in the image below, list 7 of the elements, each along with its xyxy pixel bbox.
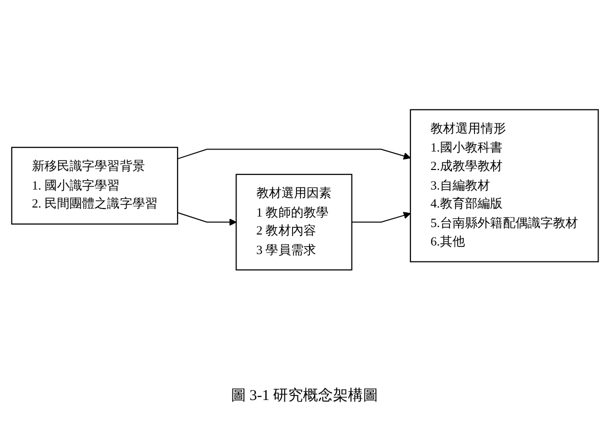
node-box: 教材選用因素 1 教師的教學 2 教材內容 3 學員需求	[235, 174, 352, 271]
arrow	[176, 212, 236, 226]
figure-caption: 圖 3-1 研究概念架構圖	[230, 386, 380, 405]
node-box: 教材選用情形 1.國小教科書 2.成教學教材 3.自編教材 4.教育部編版 5.台南縣外籍配偶識字教材 6.其他	[409, 109, 598, 262]
arrow	[176, 148, 410, 160]
node-box: 新移民識字學習背景 1. 國小識字學習 2. 民間團體之識字學習	[10, 147, 178, 225]
arrow	[351, 212, 410, 223]
